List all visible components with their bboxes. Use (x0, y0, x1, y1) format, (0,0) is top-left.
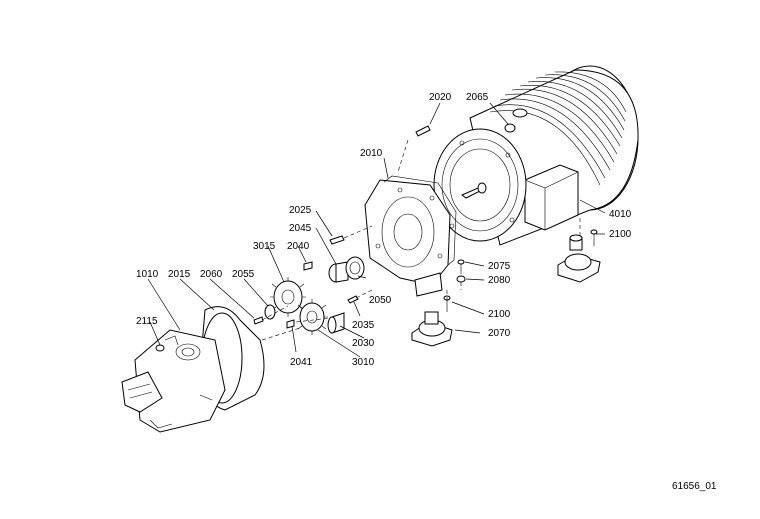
pin-2040 (303, 261, 313, 271)
gear-3010 (297, 299, 328, 335)
screw-2060 (253, 316, 264, 325)
pump-housing-part (121, 306, 265, 433)
callout-2045: 2045 (289, 223, 312, 234)
callout-2100-upper: 2100 (609, 229, 632, 240)
callout-2050: 2050 (369, 295, 392, 306)
washer-2055 (264, 304, 276, 320)
motor-part (433, 65, 639, 246)
callout-2080: 2080 (488, 275, 511, 286)
motor-foot-left (411, 295, 453, 347)
callout-2041: 2041 (290, 357, 313, 368)
bolt-2020 (415, 125, 431, 137)
callout-2060: 2060 (200, 269, 223, 280)
callout-2070: 2070 (488, 328, 511, 339)
callout-2020: 2020 (429, 92, 452, 103)
screw-2075-2080 (456, 259, 466, 283)
callout-2030: 2030 (352, 338, 375, 349)
callout-2055: 2055 (232, 269, 255, 280)
seal-2050 (345, 256, 365, 280)
callout-2010: 2010 (360, 148, 383, 159)
bushing-2030 (327, 312, 345, 334)
callout-2100-lower: 2100 (488, 309, 511, 320)
callout-3010: 3010 (352, 357, 375, 368)
callout-2040: 2040 (287, 241, 310, 252)
callout-2075: 2075 (488, 261, 511, 272)
bell-housing-part (364, 175, 457, 297)
callout-1010: 1010 (136, 269, 159, 280)
callout-2065: 2065 (466, 92, 489, 103)
callout-2035: 2035 (352, 320, 375, 331)
leader-lines (147, 102, 606, 358)
motor-foot-right (557, 229, 601, 283)
screw-2035 (347, 295, 359, 304)
coupling-2045 (328, 261, 349, 283)
pin-2041 (286, 319, 295, 329)
assembly-lines (261, 139, 581, 341)
callout-2025: 2025 (289, 205, 312, 216)
callout-labels: 2020 2065 2010 4010 2100 2025 2045 3015 … (136, 92, 717, 492)
gear-3015 (270, 277, 306, 317)
pin-2025 (329, 235, 345, 245)
screw-2065 (504, 123, 516, 133)
callout-2015: 2015 (168, 269, 191, 280)
drawing-number: 61656_01 (672, 481, 717, 492)
callout-4010: 4010 (609, 209, 632, 220)
callout-3015: 3015 (253, 241, 276, 252)
callout-2115: 2115 (136, 316, 158, 327)
